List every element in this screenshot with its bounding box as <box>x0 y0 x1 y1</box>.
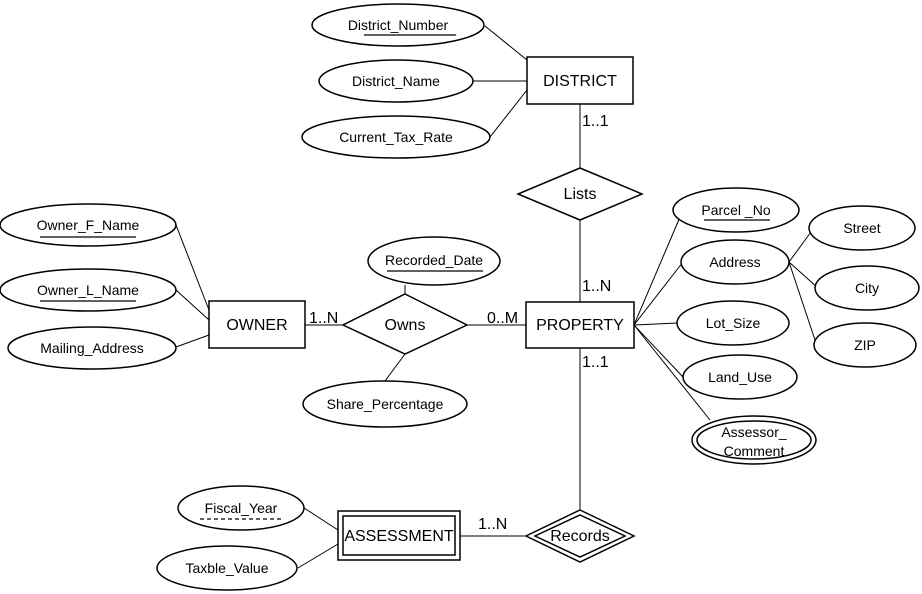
attribute-street-label: Street <box>843 220 880 236</box>
attribute-zip-label: ZIP <box>854 337 876 353</box>
attribute-owner-l-name-label: Owner_L_Name <box>37 282 139 298</box>
attribute-city-label: City <box>855 280 879 296</box>
attribute-assessor-comment: Assessor_ Comment <box>691 415 817 465</box>
attribute-lot-size-label: Lot_Size <box>706 315 761 331</box>
entity-assessment: ASSESSMENT <box>337 510 461 561</box>
attribute-recorded-date: Recorded_Date <box>367 236 501 286</box>
cardinality-property-owns: 0..M <box>487 310 518 327</box>
relationship-owns: Owns <box>341 293 469 355</box>
attribute-land-use: Land_Use <box>682 354 798 400</box>
entity-property: PROPERTY <box>525 301 635 349</box>
entity-district-label: DISTRICT <box>543 73 617 90</box>
attribute-lot-size: Lot_Size <box>676 300 790 346</box>
attribute-district-number-label: District_Number <box>348 17 449 33</box>
cardinality-district-lists: 1..1 <box>582 113 609 130</box>
attribute-parcel-no: Parcel _No <box>672 187 800 233</box>
connector-lines <box>175 25 819 569</box>
attribute-address-label: Address <box>709 254 760 270</box>
attribute-share-percentage: Share_Percentage <box>302 380 468 428</box>
relationship-owns-label: Owns <box>385 317 426 334</box>
attribute-address: Address <box>680 239 790 285</box>
attribute-district-name-label: District_Name <box>352 73 440 89</box>
relationship-records: Records <box>524 509 636 563</box>
attribute-owner-f-name: Owner_F_Name <box>0 203 177 247</box>
attribute-district-number: District_Number <box>311 3 485 47</box>
entity-owner: OWNER <box>208 300 306 349</box>
attribute-assessor-comment-line2: Comment <box>724 443 785 459</box>
attribute-street: Street <box>808 205 916 251</box>
relationship-lists-label: Lists <box>564 186 597 203</box>
entity-district: DISTRICT <box>526 56 634 105</box>
entity-assessment-label: ASSESSMENT <box>344 528 454 545</box>
attribute-current-tax-rate-label: Current_Tax_Rate <box>339 129 453 145</box>
attribute-zip: ZIP <box>813 322 917 368</box>
cardinality-assessment-records: 1..N <box>478 516 507 533</box>
cardinality-property-lists: 1..N <box>582 278 611 295</box>
relationship-lists: Lists <box>516 167 644 221</box>
attribute-recorded-date-label: Recorded_Date <box>385 252 483 268</box>
attribute-mailing-address-label: Mailing_Address <box>40 340 144 356</box>
attribute-owner-f-name-label: Owner_F_Name <box>37 217 140 233</box>
attribute-taxble-value: Taxble_Value <box>156 545 298 591</box>
cardinality-owner-owns: 1..N <box>309 310 338 327</box>
attribute-assessor-comment-line1: Assessor_ <box>721 424 787 440</box>
attribute-parcel-no-label: Parcel _No <box>701 202 770 218</box>
relationship-records-label: Records <box>550 528 610 545</box>
attribute-city: City <box>814 265 920 311</box>
attribute-current-tax-rate: Current_Tax_Rate <box>301 115 491 159</box>
attribute-fiscal-year: Fiscal_Year <box>177 485 305 531</box>
attribute-taxble-value-label: Taxble_Value <box>185 560 268 576</box>
entity-property-label: PROPERTY <box>536 317 624 334</box>
attribute-share-percentage-label: Share_Percentage <box>327 396 444 412</box>
entity-owner-label: OWNER <box>226 317 287 334</box>
attribute-owner-l-name: Owner_L_Name <box>0 268 177 312</box>
cardinality-property-records: 1..1 <box>582 354 609 371</box>
attribute-mailing-address: Mailing_Address <box>7 326 177 370</box>
attribute-fiscal-year-label: Fiscal_Year <box>205 500 278 516</box>
attribute-district-name: District_Name <box>318 59 474 103</box>
attribute-land-use-label: Land_Use <box>708 369 772 385</box>
